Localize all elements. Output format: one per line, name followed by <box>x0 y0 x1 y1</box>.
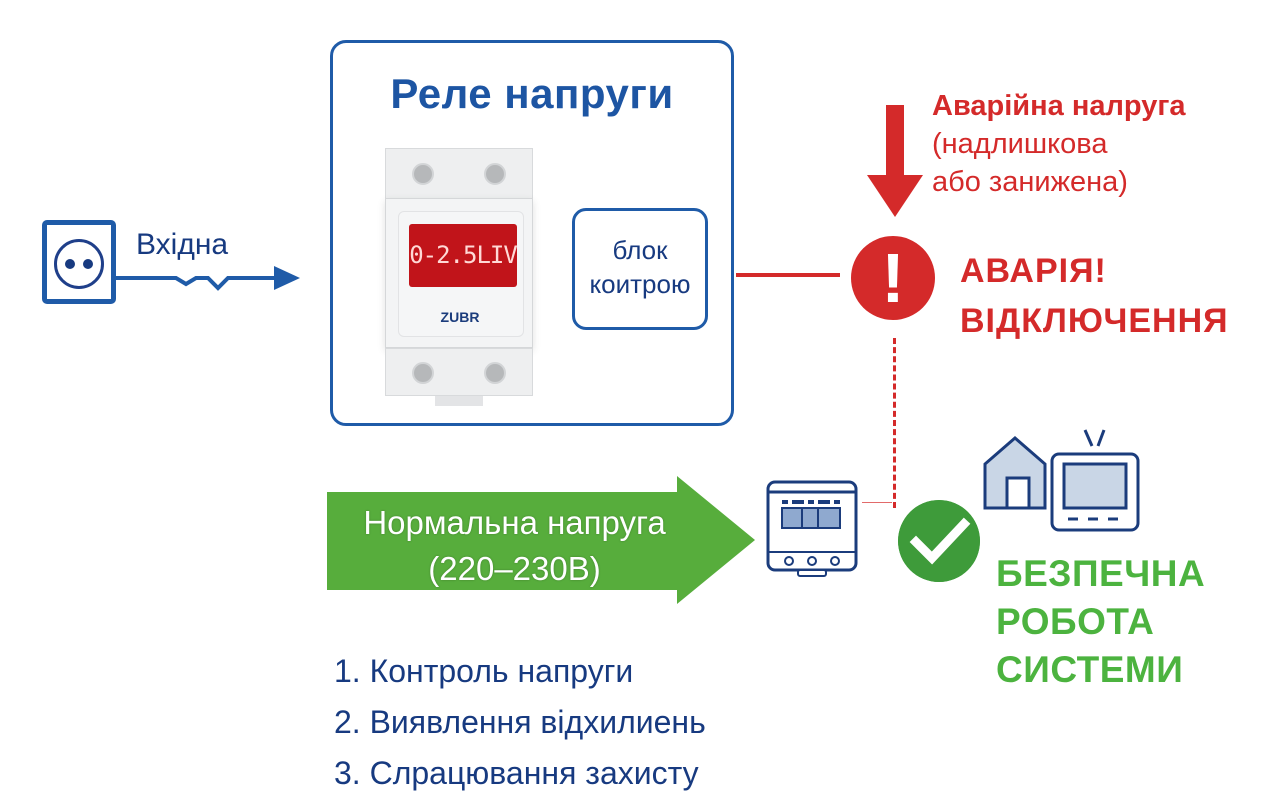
electric-meter-icon <box>766 480 858 577</box>
meter-connector-line <box>862 502 892 503</box>
normal-voltage-range: (220–230В) <box>428 550 601 587</box>
power-socket-icon <box>42 220 116 304</box>
alarm-voltage-detail: (надлишкова <box>932 128 1108 160</box>
device-brand: ZUBR <box>440 309 480 325</box>
normal-voltage-arrow <box>327 476 755 604</box>
alarm-voltage-title: Аварійна налруга <box>932 90 1186 122</box>
screw-icon <box>412 163 434 185</box>
screw-icon <box>484 163 506 185</box>
house-tv-icon <box>983 429 1140 532</box>
device-top-terminal <box>385 148 533 198</box>
alarm-status-line: ВІДКЛЮЧЕННЯ <box>960 302 1229 340</box>
arrow-down-icon <box>867 105 923 217</box>
step-item: 1. Контроль напруги <box>334 653 634 689</box>
screw-icon <box>412 362 434 384</box>
control-block-line: коитрою <box>589 269 691 299</box>
alarm-status-line: АВАРІЯ! <box>960 252 1107 290</box>
alarm-status: АВАРІЯ! ВІДКЛЮЧЕННЯ <box>960 246 1229 346</box>
step-item: 2. Виявлення відхилиень <box>334 704 706 740</box>
device-bottom-terminal <box>385 348 533 396</box>
alarm-voltage-detail: або занижена) <box>932 166 1128 198</box>
alarm-dashed-line <box>893 338 896 508</box>
relay-title: Реле напруги <box>390 70 674 117</box>
safe-line: СИСТЕМИ <box>996 649 1184 690</box>
safe-line: РОБОТА <box>996 601 1155 642</box>
device-din-clip <box>435 396 483 406</box>
exclamation-icon: ! <box>851 236 935 320</box>
normal-voltage-label: Нормальна напруга <box>363 504 666 541</box>
input-arrow-icon <box>116 266 300 291</box>
normal-voltage-text: Нормальна напруга (220–230В) <box>327 500 702 592</box>
socket-pin <box>65 259 75 269</box>
alarm-connector-line <box>736 273 840 277</box>
device-display: 0-2.5LIV <box>409 224 518 287</box>
control-block: блок коитрою <box>572 208 708 330</box>
alarm-voltage-text: Аварійна налруга (надлишкова або занижен… <box>932 87 1186 201</box>
device-body: 0-2.5LIV ZUBR <box>385 198 533 348</box>
step-item: 3. Слрацювання захисту <box>334 755 699 791</box>
input-label: Вхідна <box>136 228 229 261</box>
relay-device: 0-2.5LIV ZUBR <box>385 148 533 406</box>
safe-operation-text: БЕЗПЕЧНА РОБОТА СИСТЕМИ <box>996 550 1205 694</box>
socket-pin <box>83 259 93 269</box>
control-block-line: блок <box>612 235 668 265</box>
check-icon <box>898 500 980 582</box>
socket-ring <box>54 239 104 289</box>
safe-line: БЕЗПЕЧНА <box>996 553 1206 594</box>
steps-list: 1. Контроль напруги 2. Виявлення відхили… <box>334 646 706 799</box>
screw-icon <box>484 362 506 384</box>
